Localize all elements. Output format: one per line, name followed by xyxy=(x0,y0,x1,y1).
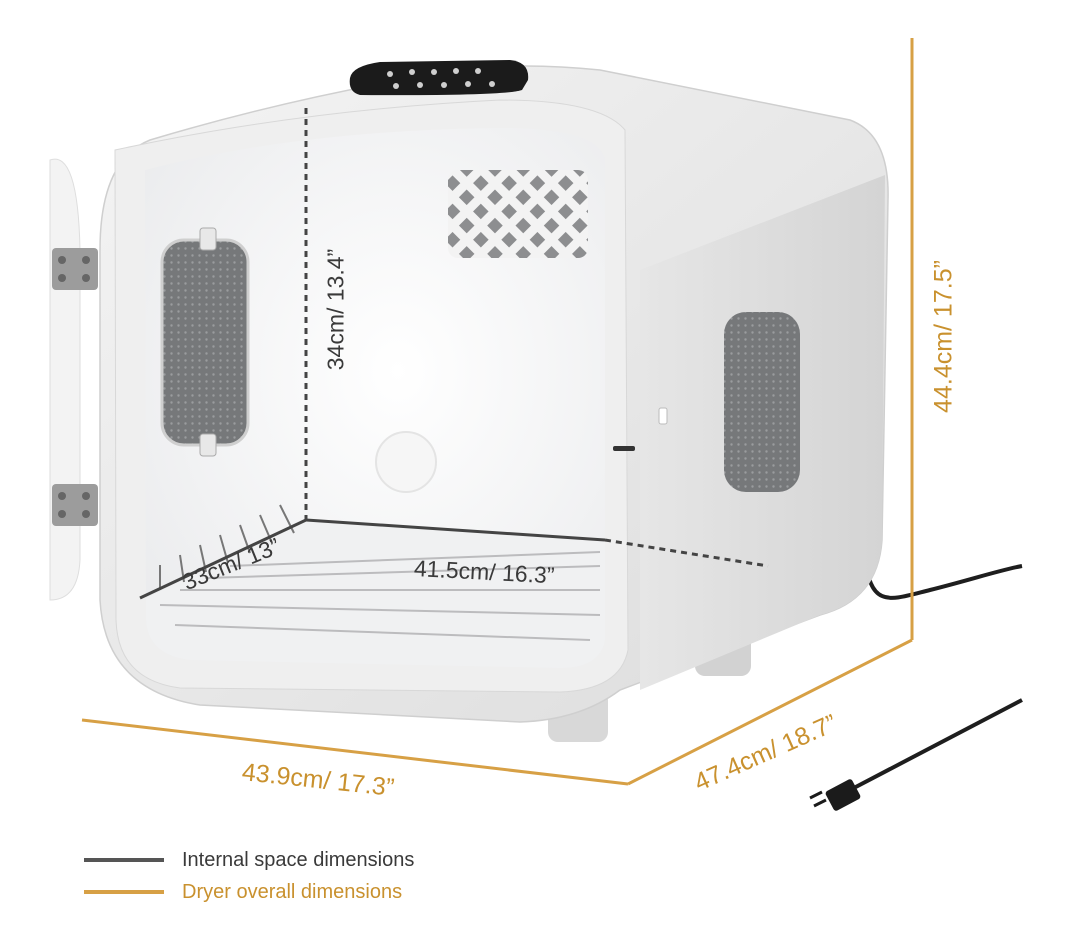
filter-clip xyxy=(199,227,217,251)
open-door xyxy=(49,158,81,601)
internal-height-label: 34cm/ 13.4” xyxy=(322,248,349,371)
overall-dimension-lines xyxy=(81,38,914,786)
control-panel xyxy=(349,60,529,96)
hinge-icon xyxy=(52,484,98,526)
filter-clip xyxy=(199,433,217,457)
power-cord xyxy=(863,554,1023,600)
legend-swatch-overall xyxy=(84,890,164,894)
legend-label-internal: Internal space dimensions xyxy=(182,848,415,871)
left-filter xyxy=(160,238,250,447)
floor-grill xyxy=(159,551,601,641)
power-cord-end xyxy=(849,698,1023,792)
legend-item-overall: Dryer overall dimensions xyxy=(84,878,402,906)
door-latch xyxy=(613,446,635,451)
overall-height-label: 44.4cm/ 17.5” xyxy=(929,260,958,413)
legend-swatch-internal xyxy=(84,858,164,862)
side-vent xyxy=(724,312,800,492)
legend-item-internal: Internal space dimensions xyxy=(84,846,414,874)
interior-light xyxy=(375,431,437,493)
plug-icon xyxy=(809,779,861,811)
latch-hook xyxy=(658,407,668,425)
internal-dimension-lines xyxy=(139,108,769,600)
hinge-icon xyxy=(52,248,98,290)
legend-label-overall: Dryer overall dimensions xyxy=(182,880,403,903)
top-vent xyxy=(448,170,588,258)
